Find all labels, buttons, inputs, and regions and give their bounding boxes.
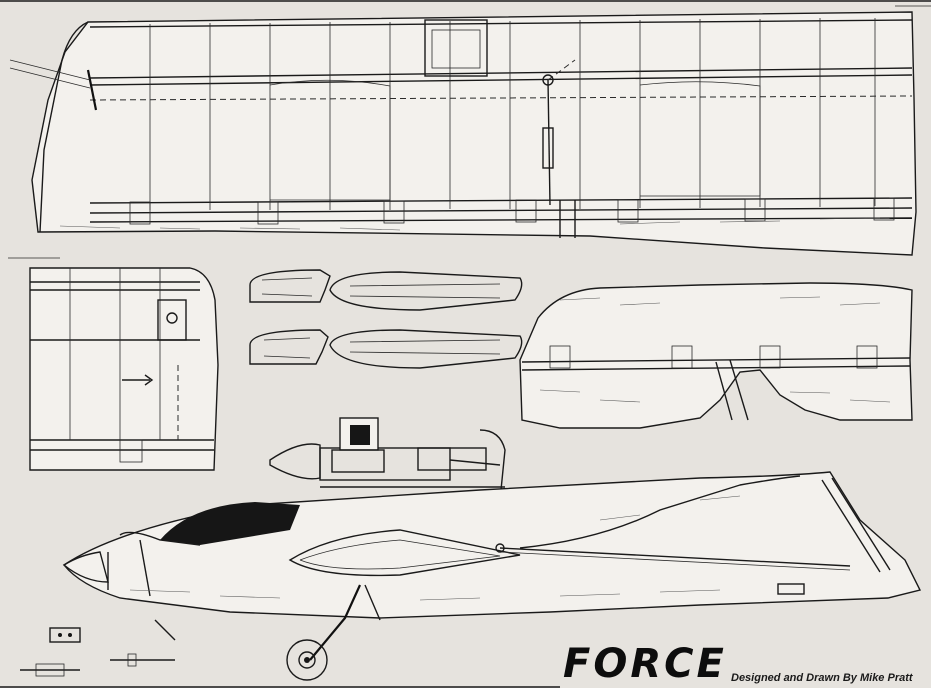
designer-credit: Designed and Drawn By Mike Pratt xyxy=(731,672,913,684)
stabilizer-elevator-plan-view xyxy=(519,282,913,429)
wing-rib-templates xyxy=(249,269,523,369)
wing-cross-section xyxy=(29,267,219,471)
fuselage-side-view xyxy=(62,471,922,681)
wing-plan-view xyxy=(9,11,917,256)
hardware-details xyxy=(20,619,176,677)
plan-title: FORCE xyxy=(563,641,727,687)
engine-mount-side-view xyxy=(269,417,506,504)
hinge-markers xyxy=(129,197,895,225)
